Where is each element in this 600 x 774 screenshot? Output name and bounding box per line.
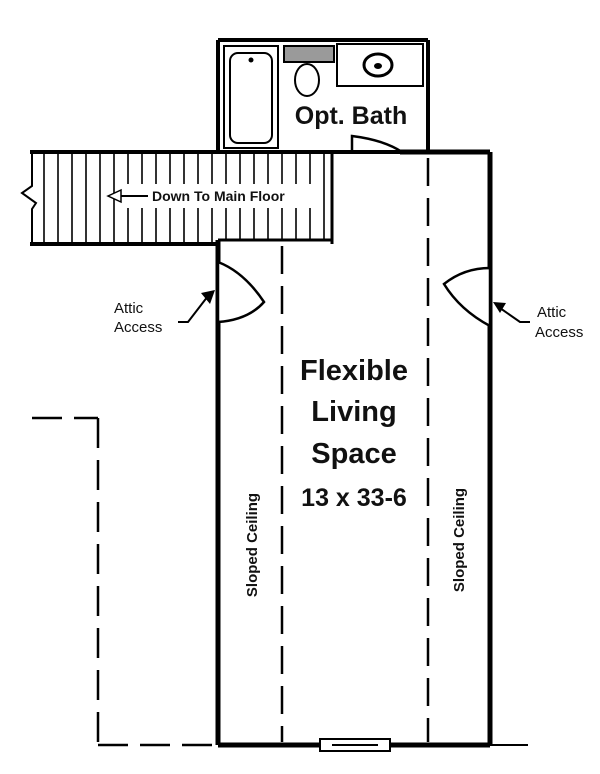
toilet-icon (283, 45, 335, 97)
sloped-ceiling-label-right: Sloped Ceiling (451, 488, 468, 592)
attic-door-right (442, 266, 492, 329)
attic-right-label-1: Attic (537, 304, 567, 321)
room-name-line-1: Flexible (300, 355, 408, 387)
bath-door (350, 134, 407, 154)
sink-icon (336, 43, 424, 87)
bathroom: Opt. Bath (216, 38, 430, 154)
stairs-label: Down To Main Floor (152, 188, 285, 204)
arrow-left-icon (106, 188, 148, 204)
sloped-ceiling-lines (280, 158, 430, 742)
attic-left-label-2: Access (114, 319, 162, 336)
attic-leader-right (493, 302, 530, 323)
sloped-ceiling-label-left: Sloped Ceiling (244, 493, 261, 597)
room-name-line-2: Living (311, 396, 396, 428)
room-name-line-3: Space (311, 438, 396, 470)
room-dimensions: 13 x 33-6 (301, 484, 407, 512)
attic-right-label-2: Access (535, 324, 583, 341)
attic-leader-left (178, 290, 215, 323)
lower-floor-outline (32, 416, 218, 747)
main-room-walls (215, 149, 493, 748)
stair-treads (43, 152, 325, 244)
stairs: Down To Main Floor (20, 150, 400, 246)
bath-label: Opt. Bath (295, 102, 408, 130)
bottom-window (319, 738, 391, 752)
attic-left-label-1: Attic (114, 300, 144, 317)
break-line (20, 152, 38, 244)
bathtub-icon (223, 45, 279, 149)
attic-door-left (216, 260, 266, 324)
